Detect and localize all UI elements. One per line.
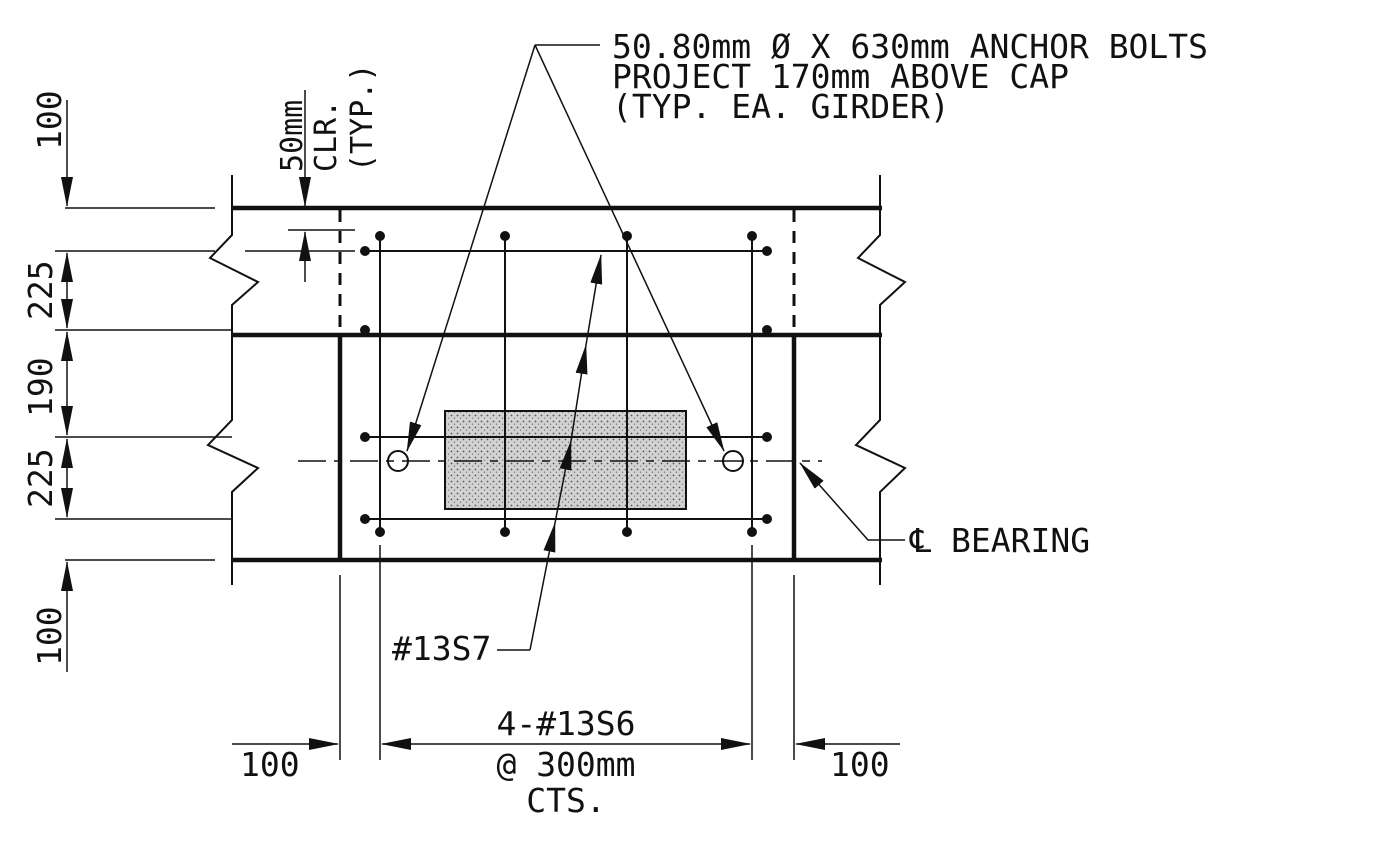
- dim-upper-225: 225: [21, 260, 60, 320]
- extension-lines: [55, 207, 355, 561]
- anchor-note-line2: PROJECT 170mm ABOVE CAP: [612, 57, 1069, 96]
- bearing-pad: [444, 410, 687, 510]
- anchor-leader-right: [534, 44, 725, 452]
- left-break-line: [206, 175, 260, 585]
- bar-dot: [762, 325, 772, 335]
- bar-dot: [762, 514, 772, 524]
- bar-dot: [622, 527, 632, 537]
- reinforcement: [360, 231, 772, 537]
- anchor-note-line1: 50.80mm Ø X 630mm ANCHOR BOLTS: [612, 27, 1208, 66]
- horizontal-dimension-lines: [232, 545, 900, 760]
- dim-middle-190: 190: [21, 357, 60, 417]
- cap-outline: [206, 175, 907, 585]
- bar-note-s6-line1: 4-#13S6: [496, 704, 635, 743]
- bar-dot: [360, 432, 370, 442]
- dim-lower-225: 225: [21, 448, 60, 508]
- bar-dot: [500, 527, 510, 537]
- bar-dot: [360, 246, 370, 256]
- bar-note-s6-line2: @ 300mm: [496, 745, 635, 784]
- dim-right-100: 100: [830, 745, 890, 784]
- clearance-note-line1: 50mm: [275, 100, 310, 172]
- dim-left-100: 100: [240, 745, 300, 784]
- bar-dots: [360, 231, 772, 537]
- vertical-dimension-lines: [61, 90, 311, 672]
- bar-label-s7: #13S7: [392, 629, 491, 668]
- anchor-note-line3: (TYP. EA. GIRDER): [612, 87, 950, 126]
- bar-dot: [747, 231, 757, 241]
- bar-dot: [360, 514, 370, 524]
- dim-top-100: 100: [30, 90, 69, 150]
- bar-dot: [375, 231, 385, 241]
- bearing-label: ℄ BEARING: [909, 521, 1090, 560]
- bar-dot: [360, 325, 370, 335]
- s7-leader-1: [529, 522, 556, 651]
- bar-dot: [747, 527, 757, 537]
- bar-note-s6-line3: CTS.: [526, 781, 605, 820]
- clearance-note-line3: (TYP.): [345, 64, 380, 172]
- s7-leader-3: [570, 344, 588, 442]
- clearance-note-line2: CLR.: [309, 100, 344, 172]
- bar-dot: [762, 432, 772, 442]
- bar-dot: [375, 527, 385, 537]
- right-break-line: [854, 175, 907, 585]
- bar-dot: [500, 231, 510, 241]
- bar-dot: [762, 246, 772, 256]
- s7-leader-2: [554, 440, 572, 524]
- anchor-leader-left: [406, 44, 536, 452]
- s7-leader-4: [585, 254, 603, 346]
- leaders: [406, 44, 905, 651]
- dim-bottom-100: 100: [30, 606, 69, 666]
- bearing-leader: [799, 462, 905, 541]
